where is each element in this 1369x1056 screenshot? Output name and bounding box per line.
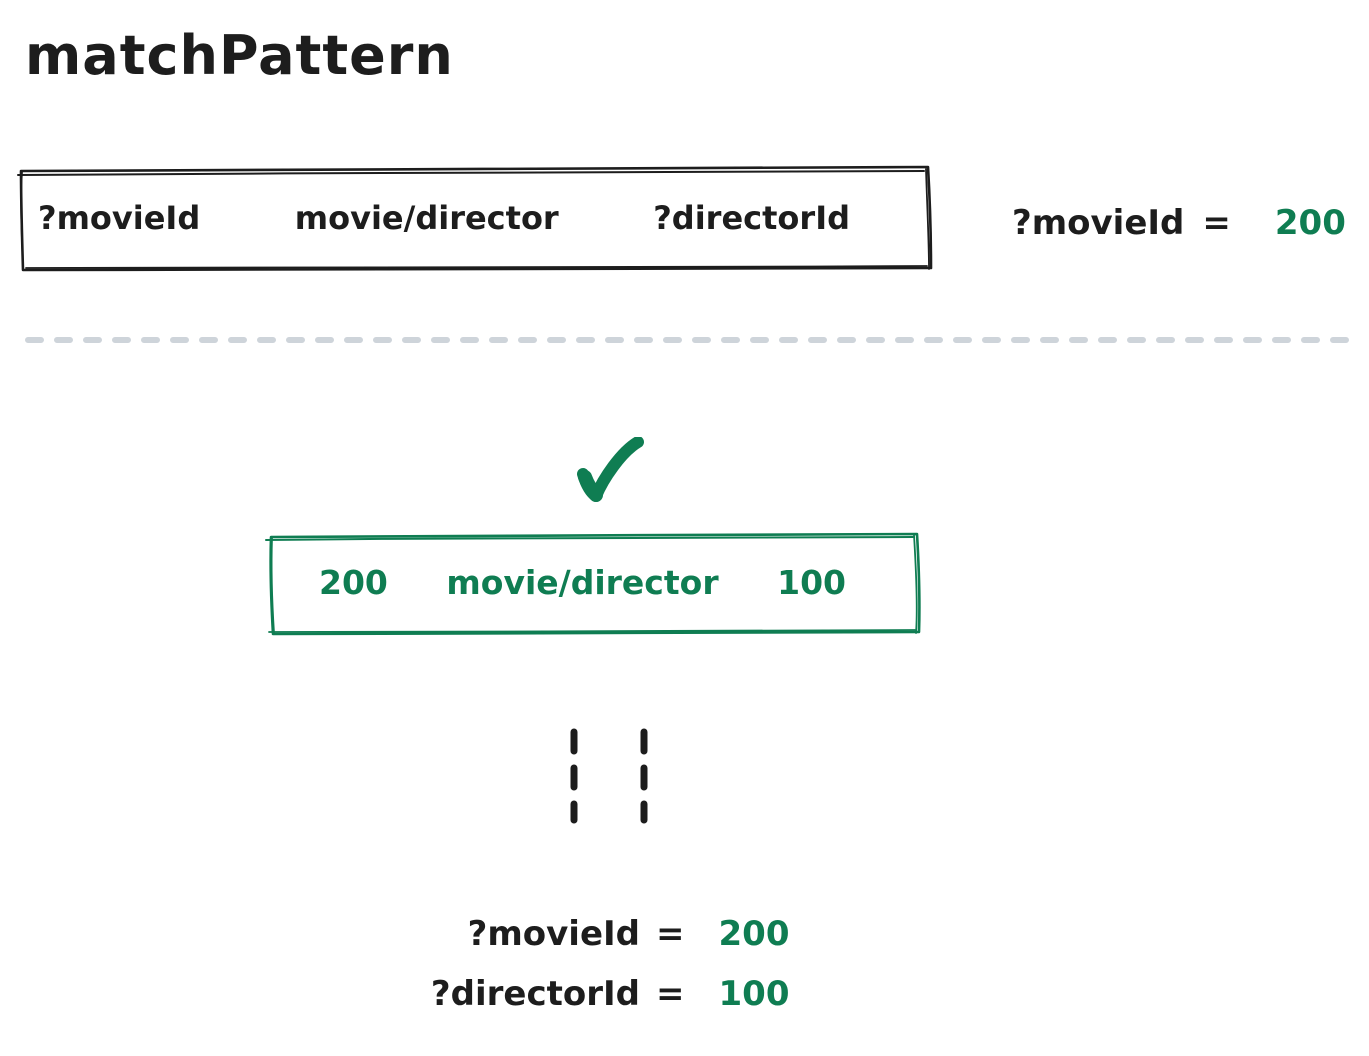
pattern-subject: ?movieId xyxy=(38,198,201,237)
dashed-separator xyxy=(25,337,1349,343)
pattern-predicate: movie/director xyxy=(294,198,559,237)
input-binding-value: 200 xyxy=(1274,203,1346,243)
diagram-title: matchPattern xyxy=(25,24,454,87)
matched-predicate: movie/director xyxy=(446,563,719,602)
pattern-object: ?directorId xyxy=(653,198,850,237)
equals-sign: = xyxy=(656,914,685,954)
matched-triple-box: 200 movie/director 100 xyxy=(263,528,924,637)
output-binding-row: ?directorId = 100 xyxy=(392,974,809,1014)
continuation-dashes xyxy=(570,728,648,824)
output-bindings: ?movieId = 200 ?directorId = 100 xyxy=(392,914,809,1034)
output-binding-value: 100 xyxy=(718,974,790,1014)
equals-sign: = xyxy=(656,974,685,1014)
output-binding-row: ?movieId = 200 xyxy=(392,914,809,954)
triple-pattern-box: ?movieId movie/director ?directorId xyxy=(14,161,935,274)
matched-object: 100 xyxy=(777,563,846,602)
output-binding-variable: ?movieId xyxy=(467,914,640,954)
output-binding-variable: ?directorId xyxy=(430,974,640,1014)
input-binding-variable: ?movieId xyxy=(1012,203,1185,243)
input-binding: ?movieId = 200 xyxy=(1012,203,1346,243)
equals-sign: = xyxy=(1202,203,1231,243)
matched-subject: 200 xyxy=(319,563,388,602)
output-binding-value: 200 xyxy=(718,914,790,954)
check-icon xyxy=(577,437,644,502)
